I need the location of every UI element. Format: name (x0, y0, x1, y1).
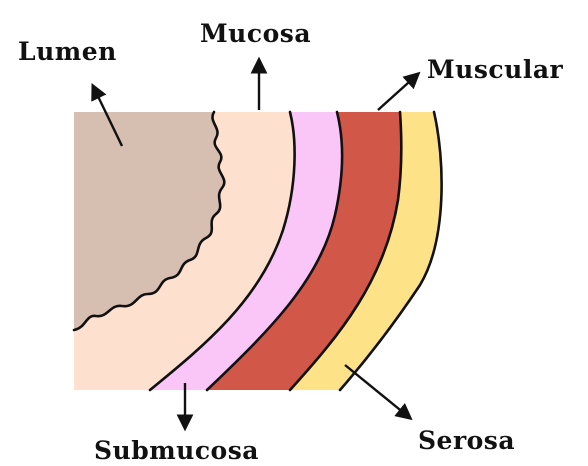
submucosa-label: Submucosa (94, 436, 259, 465)
mucosa-label: Mucosa (200, 19, 311, 48)
serosa-outer-boundary (338, 110, 443, 392)
lumen-label: Lumen (18, 37, 117, 66)
serosa-label: Serosa (418, 426, 515, 455)
lumen-area (74, 112, 225, 330)
muscular-serosa-boundary (288, 110, 403, 392)
mucosa-submucosa-boundary (148, 110, 296, 392)
serosa-layer (290, 112, 442, 390)
villi-border (72, 110, 226, 332)
lumen-arrow (91, 82, 124, 147)
submucosa-muscular-boundary (205, 110, 344, 392)
serosa-arrow (344, 364, 413, 421)
muscular-layer (207, 112, 402, 390)
muscular-arrow (377, 71, 421, 111)
muscular-label: Muscular (427, 55, 564, 84)
